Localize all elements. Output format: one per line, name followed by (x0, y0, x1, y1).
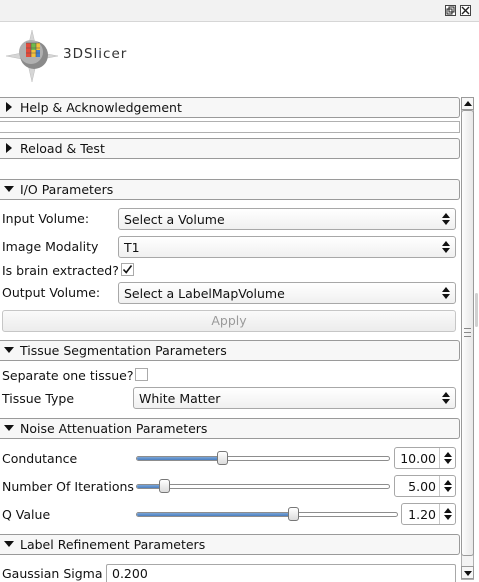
iterations-slider[interactable] (136, 484, 390, 489)
section-help-header[interactable]: Help & Acknowledgement (0, 97, 460, 118)
section-label-refinement-label: Label Refinement Parameters (20, 537, 206, 552)
condutance-slider-handle[interactable] (217, 451, 229, 465)
spin-arrows-icon[interactable] (439, 476, 455, 496)
q-value-spinbox[interactable]: 1.20 (401, 503, 456, 525)
q-value-slider-handle[interactable] (288, 507, 300, 521)
section-io-label: I/O Parameters (20, 182, 114, 197)
condutance-slider[interactable] (136, 456, 390, 461)
condutance-value: 10.00 (400, 450, 436, 466)
image-modality-label: Image Modality (2, 239, 99, 254)
collapse-arrow-icon (0, 179, 20, 200)
gaussian-sigma-input[interactable]: 0.200 (106, 564, 456, 582)
iterations-value: 5.00 (408, 478, 436, 494)
tissue-type-label: Tissue Type (2, 391, 75, 406)
slider-fill (137, 457, 223, 460)
module-dock-titlebar (0, 0, 479, 22)
brain-extracted-checkbox[interactable] (121, 263, 134, 276)
condutance-spinbox[interactable]: 10.00 (394, 447, 456, 469)
expand-arrow-icon (0, 97, 20, 118)
section-tissue-label: Tissue Segmentation Parameters (20, 343, 227, 358)
combo-arrows-icon (437, 388, 455, 408)
expand-arrow-icon (0, 138, 20, 159)
checkmark-icon (122, 265, 133, 274)
collapse-arrow-icon (0, 534, 20, 555)
combo-arrows-icon (437, 237, 455, 257)
scrollbar-grip-icon (464, 328, 471, 337)
q-value-label: Q Value (2, 507, 51, 522)
separate-tissue-checkbox[interactable] (135, 368, 148, 381)
section-help-label: Help & Acknowledgement (20, 100, 182, 115)
output-volume-value: Select a LabelMapVolume (124, 285, 285, 301)
combo-arrows-icon (437, 283, 455, 303)
input-volume-value: Select a Volume (124, 211, 225, 227)
output-volume-selector[interactable]: Select a LabelMapVolume (118, 282, 456, 304)
q-value-slider[interactable] (136, 512, 398, 517)
slider-fill (137, 513, 293, 516)
input-volume-selector[interactable]: Select a Volume (118, 208, 456, 230)
iterations-spinbox[interactable]: 5.00 (394, 475, 456, 497)
close-icon[interactable] (460, 5, 471, 16)
slider-fill (137, 485, 165, 488)
apply-button[interactable]: Apply (2, 310, 456, 332)
image-modality-selector[interactable]: T1 (118, 236, 456, 258)
iterations-slider-handle[interactable] (158, 479, 170, 493)
section-reload-header[interactable]: Reload & Test (0, 138, 460, 159)
gaussian-sigma-label: Gaussian Sigma (2, 566, 103, 581)
collapse-arrow-icon (0, 340, 20, 361)
scroll-up-icon[interactable] (461, 97, 474, 110)
spin-arrows-icon[interactable] (439, 504, 455, 524)
output-volume-label: Output Volume: (2, 285, 101, 300)
scrollbar-thumb[interactable] (461, 110, 474, 556)
tissue-type-selector[interactable]: White Matter (133, 387, 456, 409)
section-tissue-header[interactable]: Tissue Segmentation Parameters (0, 340, 460, 361)
iterations-label: Number Of Iterations (2, 479, 134, 494)
scroll-down-icon[interactable] (461, 566, 474, 579)
section-noise-header[interactable]: Noise Attenuation Parameters (0, 418, 460, 439)
input-volume-label: Input Volume: (2, 211, 90, 226)
section-io-header[interactable]: I/O Parameters (0, 179, 460, 200)
app-logo-text: 3DSlicer (63, 46, 128, 62)
image-modality-value: T1 (124, 239, 140, 255)
tissue-type-value: White Matter (139, 390, 221, 406)
collapse-arrow-icon (0, 418, 20, 439)
combo-arrows-icon (437, 209, 455, 229)
spin-arrows-icon[interactable] (439, 448, 455, 468)
q-value-value: 1.20 (408, 506, 436, 522)
section-reload-label: Reload & Test (20, 141, 105, 156)
panel-splitter-handle[interactable] (475, 293, 478, 327)
brain-extracted-label: Is brain extracted? (2, 263, 119, 278)
section-separator (0, 121, 460, 133)
section-noise-label: Noise Attenuation Parameters (20, 421, 208, 436)
slicer-logo-icon (4, 28, 60, 84)
condutance-label: Condutance (2, 451, 78, 466)
section-label-refinement-header[interactable]: Label Refinement Parameters (0, 534, 460, 555)
float-icon[interactable] (445, 5, 456, 16)
separate-tissue-label: Separate one tissue? (2, 368, 134, 383)
